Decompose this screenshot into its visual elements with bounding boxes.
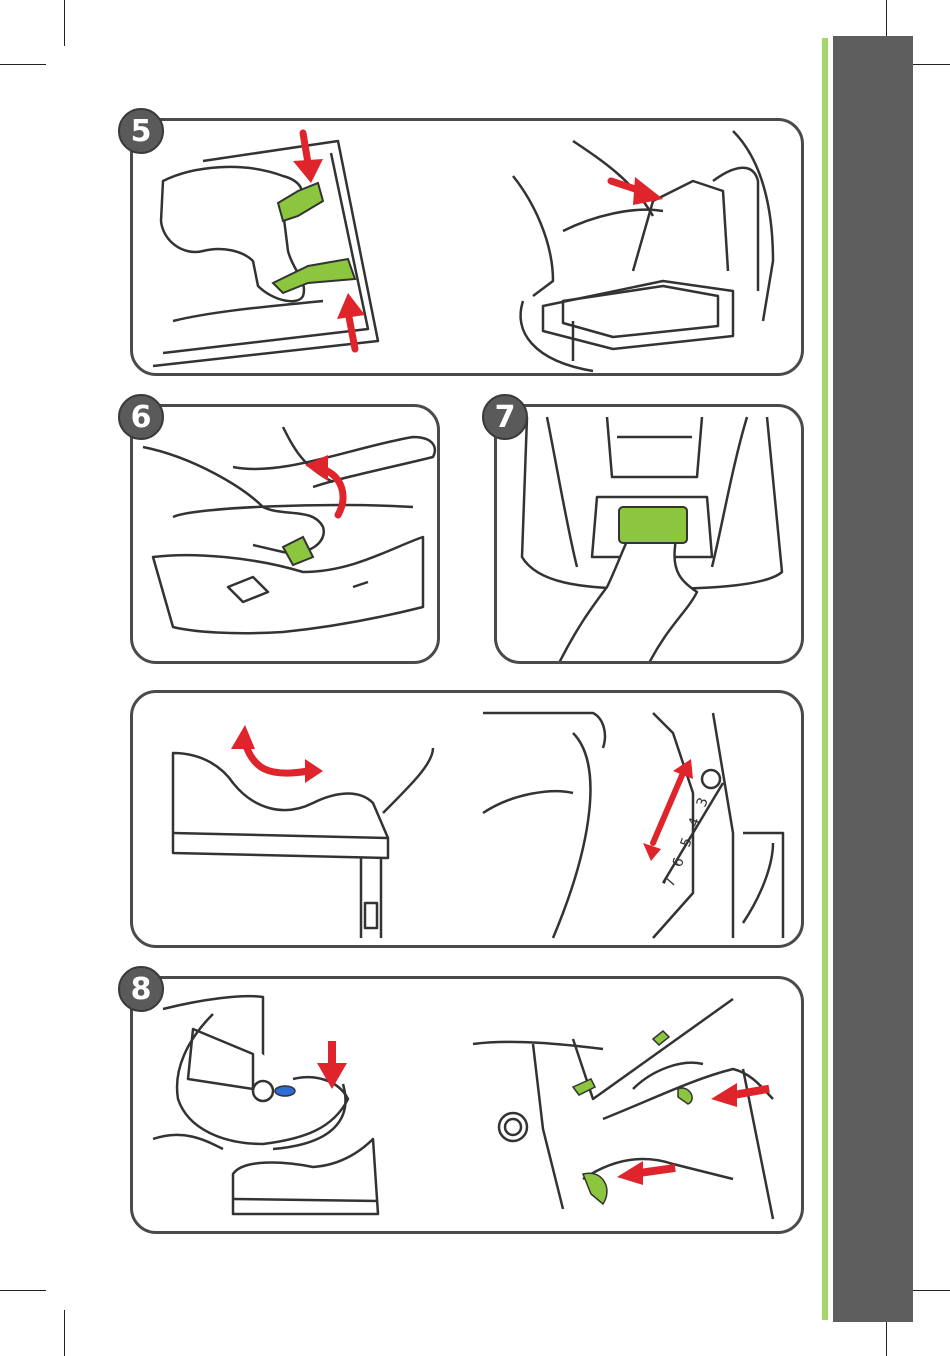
hand-icon (143, 447, 324, 553)
support-leg-illustration: 7 6 5 4 3 (133, 693, 804, 948)
step-6-badge: 6 (118, 394, 164, 440)
crop-mark (64, 0, 65, 46)
step-8-illustration (133, 979, 804, 1234)
car-seat-base-icon (173, 753, 388, 858)
step-5-panel (130, 118, 804, 376)
step-6-illustration (133, 407, 440, 664)
side-tab (833, 36, 913, 1322)
step-6-panel (130, 404, 440, 664)
step-8-badge: 8 (118, 966, 164, 1012)
release-button-icon (619, 507, 687, 543)
step-5-badge: 5 (118, 108, 164, 154)
crop-mark (0, 1290, 46, 1291)
svg-text:7: 7 (662, 876, 680, 890)
car-seat-base-icon (233, 1139, 378, 1214)
crop-mark (64, 1310, 65, 1356)
crop-mark (0, 64, 46, 65)
step-7-badge: 7 (482, 394, 528, 440)
step-7-panel (494, 404, 804, 664)
step-8-panel (130, 976, 804, 1234)
support-leg-panel: 7 6 5 4 3 (130, 690, 804, 948)
side-stripe (822, 38, 828, 1320)
svg-text:3: 3 (694, 796, 712, 810)
step-5-illustration (133, 121, 804, 376)
step-7-illustration (497, 407, 804, 664)
